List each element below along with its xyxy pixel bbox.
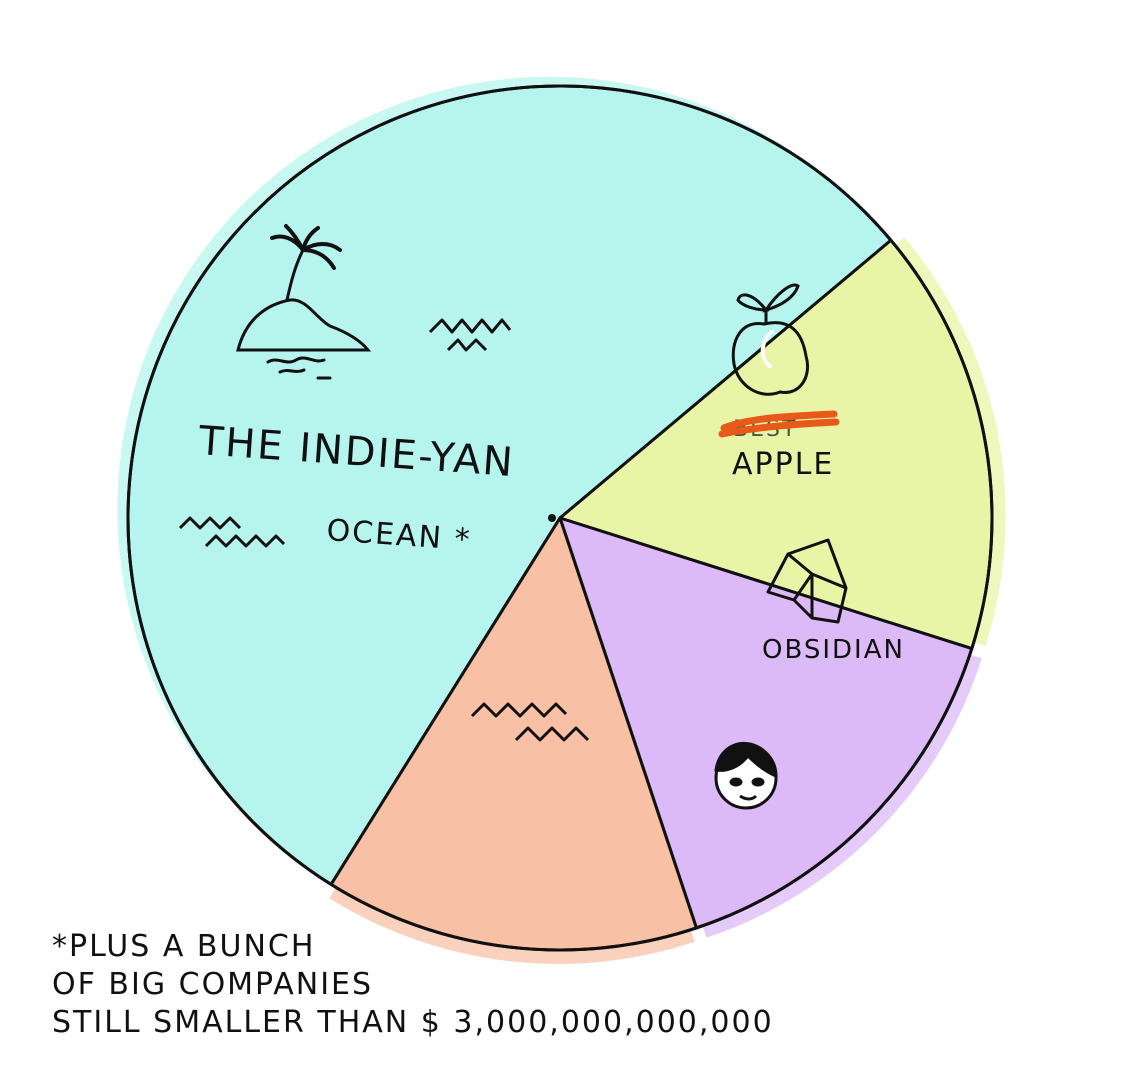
- footnote-line-2: OF BIG COMPANIES: [52, 967, 374, 1002]
- pie-outline: [126, 84, 994, 952]
- strike-through-scribble: [718, 410, 840, 438]
- footnote-line-3: STILL SMALLER THAN $ 3,000,000,000,000: [52, 1005, 774, 1040]
- obsidian-crystal-icon: [766, 538, 848, 624]
- pie-slices: [126, 84, 994, 952]
- smiling-face-icon: [714, 741, 778, 810]
- footnote-line-1: *PLUS A BUNCH: [52, 929, 316, 964]
- island-palm-tree-icon: [236, 224, 372, 380]
- obsidian-label: OBSIDIAN: [762, 635, 905, 665]
- pie-center-dot: [548, 514, 556, 522]
- footnote: *PLUS A BUNCH OF BIG COMPANIES STILL SMA…: [52, 928, 774, 1042]
- apple-label: APPLE: [732, 447, 834, 482]
- seedling-apple-icon: [731, 283, 809, 396]
- wave-marks: [178, 318, 590, 742]
